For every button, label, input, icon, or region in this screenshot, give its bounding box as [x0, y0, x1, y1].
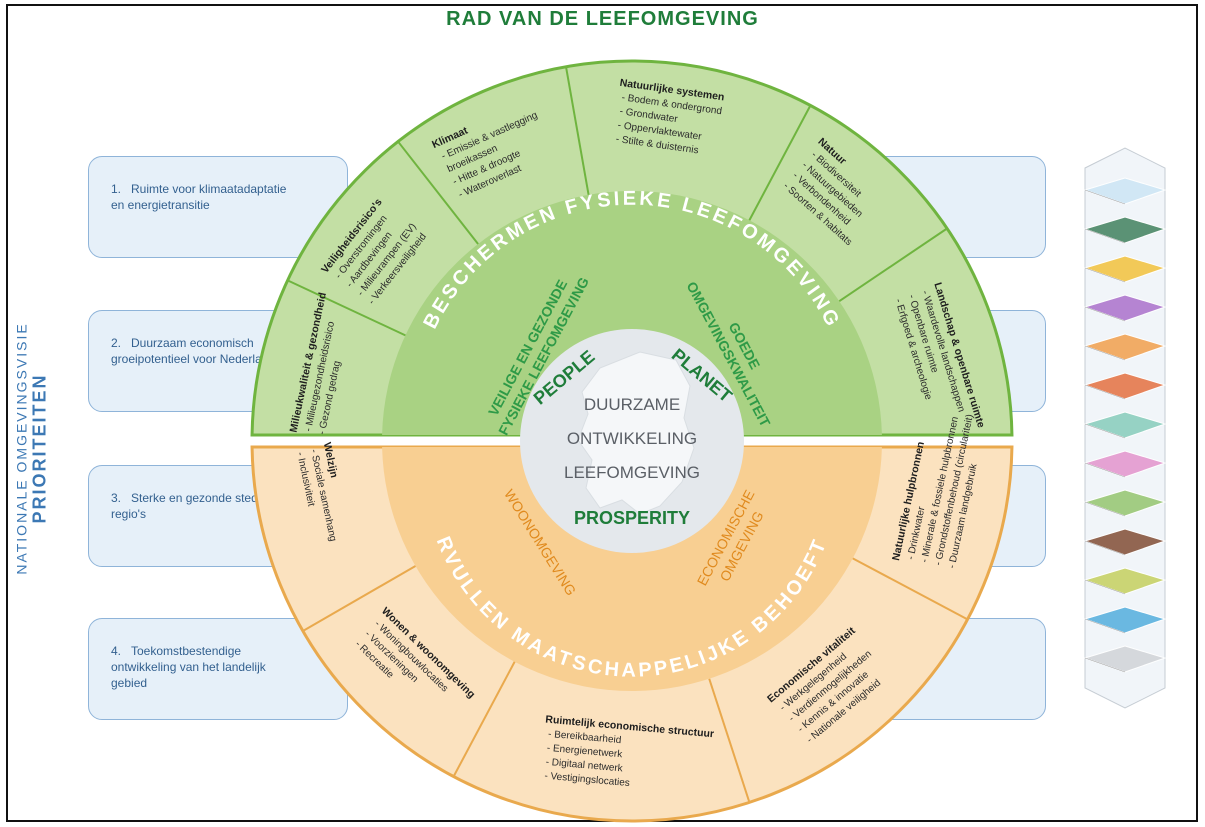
tower-layer-edge	[1084, 462, 1126, 478]
priority-text: Sterke en gezonde steden en regio's	[111, 491, 288, 521]
center-line-2: ONTWIKKELING	[567, 429, 697, 448]
tower-layer-edge	[1084, 306, 1126, 322]
center-line-1: DUURZAME	[584, 395, 680, 414]
lower-inner-ring	[382, 447, 882, 692]
priority-text: Duurzaam economisch groeipotentieel voor…	[111, 336, 276, 366]
tower-layer-edge	[1084, 189, 1126, 205]
tower-layer-edge	[1084, 501, 1126, 517]
segment-divider	[452, 661, 516, 777]
tower-layer-edge	[1084, 579, 1126, 595]
tower-layer-edge	[1084, 345, 1126, 361]
segment-divider	[397, 140, 479, 245]
diagram-title: RAD VAN DE LEEFOMGEVING	[446, 8, 759, 30]
priority-text: Toekomstbestendige ontwikkeling van het …	[111, 644, 266, 690]
tower-layer-edge	[1084, 384, 1126, 400]
tower-layer-edge	[1084, 540, 1126, 556]
segment-divider	[565, 66, 590, 195]
segment-divider	[852, 557, 968, 621]
segment-divider	[287, 279, 406, 337]
wheel-shapes	[250, 59, 1014, 823]
priority-box-1: 1.Ruimte voor klimaatadaptatie en energi…	[88, 156, 348, 258]
tower-layer-edge	[1084, 228, 1126, 244]
segment-divider	[748, 105, 812, 221]
priority-number: 3.	[111, 491, 122, 505]
layered-city-tower-icon	[1083, 147, 1167, 709]
priority-number: 4.	[111, 644, 122, 658]
segment-divider	[302, 565, 416, 632]
netherlands-map-icon	[577, 351, 695, 515]
tower-layer-edge	[1084, 267, 1126, 283]
upper-inner-ring	[382, 190, 882, 435]
priority-number: 2.	[111, 336, 122, 350]
segment-divider	[708, 678, 751, 803]
tower-layer-edge	[1084, 423, 1126, 439]
center-line-3: LEEFOMGEVING	[564, 463, 700, 482]
prosperity-label: PROSPERITY	[574, 508, 690, 528]
segment-divider-lines	[287, 66, 968, 803]
tower-layer-edge	[1084, 618, 1126, 634]
priority-text: Ruimte voor klimaatadaptatie en energiet…	[111, 182, 287, 212]
segment-divider	[838, 227, 948, 303]
priority-number: 1.	[111, 182, 122, 196]
tower-layer-edge	[1084, 657, 1126, 673]
